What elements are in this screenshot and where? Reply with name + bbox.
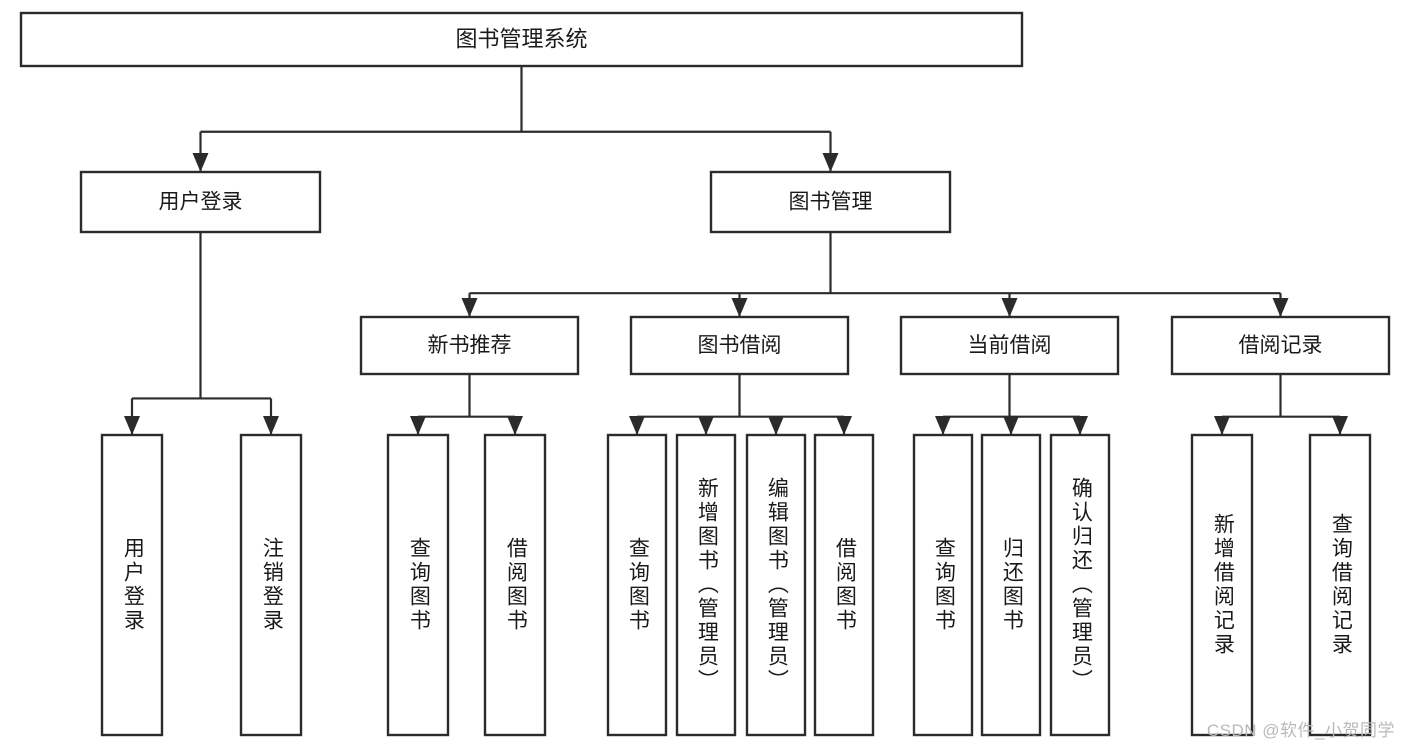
- node-label-user-login: 用户登录: [159, 191, 243, 214]
- node-box-add-book-admin[interactable]: [675, 433, 737, 737]
- arrow-head-icon-confirm-return-admin: [1072, 416, 1088, 435]
- node-box-return-book[interactable]: [980, 433, 1042, 737]
- node-box-user-login-action[interactable]: [100, 433, 164, 737]
- arrow-head-icon-query-borrow-record: [1332, 416, 1348, 435]
- node-box-current-borrow[interactable]: [899, 315, 1120, 376]
- node-box-add-borrow-record[interactable]: [1190, 433, 1254, 737]
- arrow-head-icon-user-logout-action: [263, 416, 279, 435]
- arrow-head-icon-query-book-recommend: [410, 416, 426, 435]
- node-box-query-book-borrow[interactable]: [606, 433, 668, 737]
- node-box-new-book-recommend[interactable]: [359, 315, 580, 376]
- node-label-book-management: 图书管理: [789, 191, 873, 214]
- arrow-head-icon-book-management: [822, 153, 839, 172]
- node-label-current-borrow: 当前借阅: [968, 334, 1052, 357]
- connectors-layer: [124, 66, 1348, 435]
- arrow-head-icon-book-borrow: [731, 298, 748, 317]
- node-label-book-borrow: 图书借阅: [698, 334, 782, 357]
- arrow-head-icon-add-book-admin: [698, 416, 714, 435]
- arrow-head-icon-add-borrow-record: [1214, 416, 1230, 435]
- node-box-edit-book-admin[interactable]: [745, 433, 807, 737]
- node-label-borrow-record: 借阅记录: [1239, 334, 1323, 357]
- watermark-text: CSDN @软件_小贺同学: [1206, 721, 1395, 740]
- arrow-head-icon-edit-book-admin: [768, 416, 784, 435]
- node-box-user-login[interactable]: [79, 170, 322, 234]
- node-box-book-management[interactable]: [709, 170, 952, 234]
- node-box-confirm-return-admin[interactable]: [1049, 433, 1111, 737]
- node-box-book-borrow[interactable]: [629, 315, 850, 376]
- arrow-head-icon-query-book-current: [935, 416, 951, 435]
- node-box-root[interactable]: [19, 11, 1024, 68]
- node-box-borrow-record[interactable]: [1170, 315, 1391, 376]
- node-box-user-logout-action[interactable]: [239, 433, 303, 737]
- arrow-head-icon-borrow-book-action: [836, 416, 852, 435]
- arrow-head-icon-return-book: [1003, 416, 1019, 435]
- arrow-head-icon-current-borrow: [1001, 298, 1018, 317]
- node-label-new-book-recommend: 新书推荐: [428, 334, 512, 357]
- arrow-head-icon-new-book-recommend: [461, 298, 478, 317]
- boxes-layer: [19, 11, 1391, 737]
- node-box-borrow-book-recommend[interactable]: [483, 433, 547, 737]
- node-box-query-book-recommend[interactable]: [386, 433, 450, 737]
- node-box-borrow-book-action[interactable]: [813, 433, 875, 737]
- arrow-head-icon-borrow-book-recommend: [507, 416, 523, 435]
- node-box-query-borrow-record[interactable]: [1308, 433, 1372, 737]
- node-label-root: 图书管理系统: [455, 26, 587, 51]
- arrow-head-icon-user-login-action: [124, 416, 140, 435]
- arrow-head-icon-user-login: [192, 153, 209, 172]
- arrow-head-icon-query-book-borrow: [629, 416, 645, 435]
- node-box-query-book-current[interactable]: [912, 433, 974, 737]
- arrow-head-icon-borrow-record: [1272, 298, 1289, 317]
